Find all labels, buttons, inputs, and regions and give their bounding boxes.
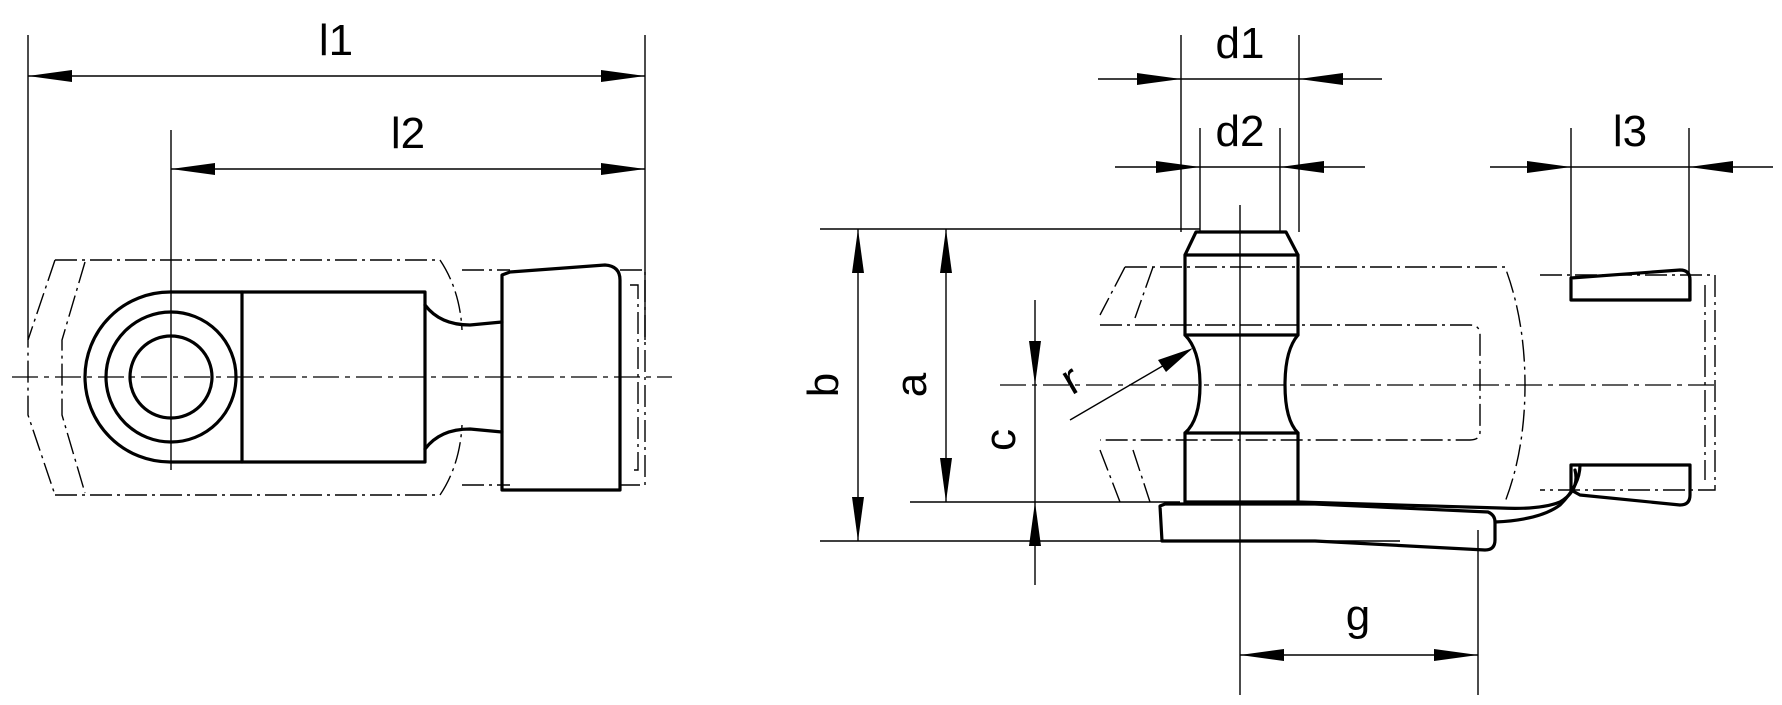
arrowhead — [1689, 161, 1733, 173]
label-a: a — [887, 372, 936, 397]
arrowhead — [940, 458, 952, 502]
spring-clip-end-bottom — [1569, 463, 1692, 507]
clevis-pin — [1183, 230, 1300, 504]
arrowhead — [1434, 649, 1478, 661]
phantom-clevis-side-outline — [1099, 266, 1716, 503]
arrowhead — [601, 70, 645, 82]
arrowhead — [1240, 649, 1284, 661]
neck-lower-curve — [423, 427, 504, 451]
spring-clip-loop-inner — [1493, 463, 1582, 524]
arrowhead — [1280, 161, 1324, 173]
arrowhead — [1137, 73, 1181, 85]
arrowhead — [28, 70, 72, 82]
arrowhead — [1029, 502, 1041, 546]
arrowhead — [171, 163, 215, 175]
arrowhead — [852, 229, 864, 273]
label-r: r — [1052, 355, 1089, 405]
arrowhead — [1029, 341, 1041, 385]
label-l3: l3 — [1613, 107, 1647, 156]
pin-circle — [128, 334, 214, 420]
spring-clip-loop — [1296, 468, 1578, 510]
label-c: c — [976, 429, 1025, 451]
label-l1: l1 — [319, 16, 353, 65]
label-g: g — [1346, 591, 1370, 640]
arrowhead — [852, 497, 864, 541]
arrowhead — [1158, 348, 1193, 372]
spring-clip — [500, 263, 622, 492]
spring-clip-arm — [1158, 502, 1497, 552]
eye-middle-ring — [104, 310, 238, 444]
eye-outer-ring — [83, 290, 244, 464]
neck-upper-curve — [423, 303, 504, 327]
arrowhead — [940, 229, 952, 273]
label-d2: d2 — [1216, 107, 1265, 156]
clevis-body — [240, 290, 427, 464]
arrowhead — [1527, 161, 1571, 173]
spring-clip-end-top — [1569, 268, 1692, 302]
right-view: b a c d1 d2 l3 g — [799, 19, 1773, 695]
arrowhead — [1299, 73, 1343, 85]
label-d1: d1 — [1216, 19, 1265, 68]
label-b: b — [799, 373, 848, 397]
label-l2: l2 — [391, 109, 425, 158]
left-view: l1 l2 — [12, 16, 672, 496]
arrowhead — [1156, 161, 1200, 173]
arrowhead — [601, 163, 645, 175]
